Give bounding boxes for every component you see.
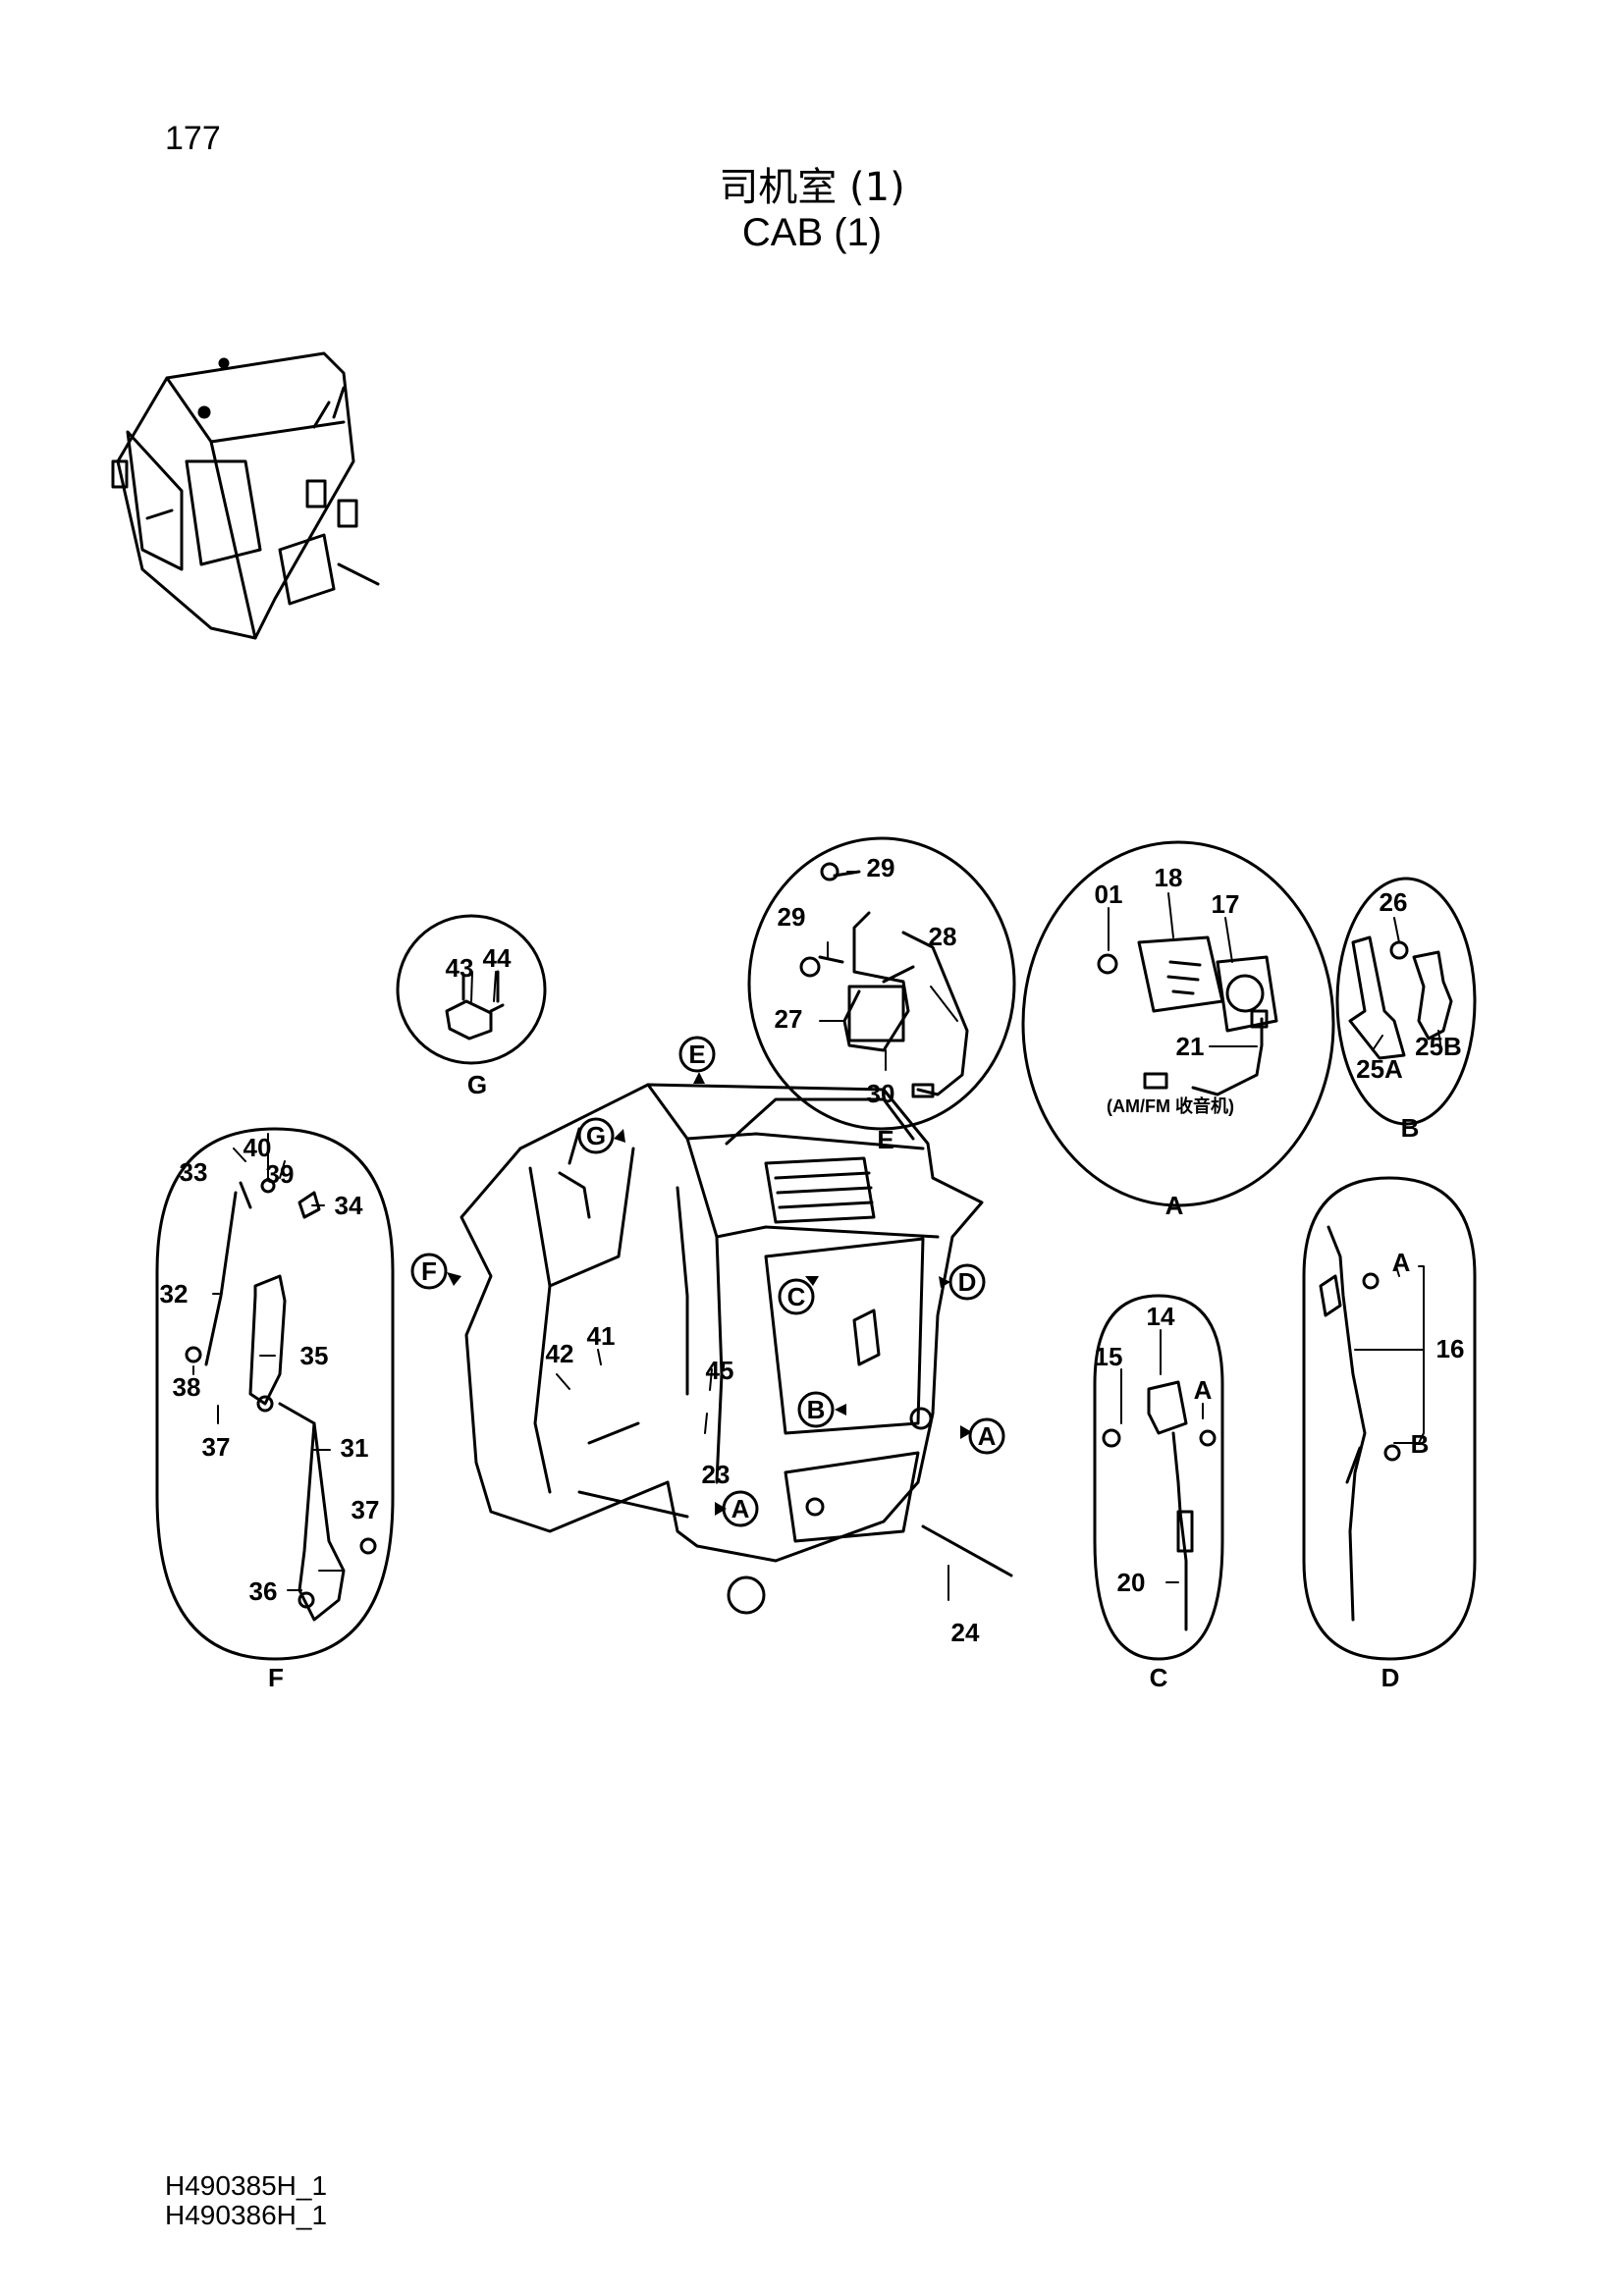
page-title-chinese: 司机室 (1) <box>719 165 905 210</box>
detail-label-d: D <box>1381 1663 1400 1692</box>
detail-label-e: E <box>877 1125 893 1154</box>
detail-label-c: C <box>1150 1663 1168 1692</box>
part-39: 39 <box>266 1159 295 1189</box>
drawing-reference-numbers: H490385H_1 H490386H_1 <box>165 2171 327 2230</box>
detail-f <box>155 1127 395 1661</box>
part-32: 32 <box>160 1279 189 1308</box>
detail-d-ref-a: A <box>1392 1248 1411 1277</box>
detail-label-f: F <box>268 1663 284 1692</box>
part-37-left: 37 <box>202 1432 231 1462</box>
detail-d-ref-b: B <box>1411 1429 1430 1459</box>
part-36: 36 <box>249 1576 278 1606</box>
detail-c-ref-a: A <box>1194 1375 1213 1405</box>
drawing-ref-2: H490386H_1 <box>165 2200 328 2230</box>
svg-text:D: D <box>958 1267 977 1297</box>
page-number: 177 <box>165 120 221 157</box>
part-15: 15 <box>1095 1342 1123 1371</box>
part-20: 20 <box>1117 1568 1146 1597</box>
callout-d: D <box>948 1263 986 1301</box>
part-number-labels: 43 44 29 29 28 27 30 01 18 17 21 (AM/FM … <box>160 853 1465 1647</box>
detail-d <box>1302 1176 1477 1661</box>
svg-text:G: G <box>586 1121 606 1150</box>
page-title-english: CAB (1) <box>741 211 883 254</box>
part-44: 44 <box>483 943 512 973</box>
part-42: 42 <box>546 1339 574 1368</box>
callout-e: E <box>678 1036 716 1073</box>
part-29-top: 29 <box>867 853 895 882</box>
callout-a-left: A <box>722 1490 759 1527</box>
detail-e <box>747 836 1016 1131</box>
part-29-left: 29 <box>778 902 806 932</box>
cab-overview-illustration <box>111 351 380 640</box>
part-01: 01 <box>1095 880 1123 909</box>
detail-label-g: G <box>467 1070 487 1099</box>
part-24: 24 <box>951 1618 980 1647</box>
part-28: 28 <box>929 922 957 951</box>
part-25b: 25B <box>1415 1032 1462 1061</box>
callout-b: B <box>797 1391 835 1428</box>
detail-g <box>396 914 547 1065</box>
part-16: 16 <box>1436 1334 1465 1363</box>
part-21: 21 <box>1176 1032 1205 1061</box>
part-43: 43 <box>446 953 474 983</box>
main-cab-illustration <box>460 1083 1013 1615</box>
drawing-ref-1: H490385H_1 <box>165 2170 328 2201</box>
svg-text:A: A <box>978 1421 997 1451</box>
leader-lines <box>192 871 1442 1601</box>
detail-a <box>1021 840 1335 1207</box>
radio-note: (AM/FM 收音机) <box>1107 1095 1234 1116</box>
part-35: 35 <box>300 1341 329 1370</box>
part-31: 31 <box>341 1433 369 1463</box>
callout-c: C <box>778 1278 815 1315</box>
part-17: 17 <box>1212 889 1240 919</box>
callout-arrows <box>447 1072 972 1516</box>
detail-c <box>1093 1294 1224 1661</box>
part-37-right: 37 <box>352 1495 380 1524</box>
detail-letters: G E A B F C D A A B <box>268 1070 1429 1692</box>
part-33: 33 <box>180 1157 208 1187</box>
part-26: 26 <box>1380 887 1408 917</box>
part-18: 18 <box>1155 863 1183 892</box>
callout-a-right: A <box>968 1417 1005 1455</box>
svg-text:F: F <box>421 1256 437 1286</box>
part-27: 27 <box>775 1004 803 1034</box>
part-14: 14 <box>1147 1302 1175 1331</box>
detail-b <box>1335 877 1477 1126</box>
part-41: 41 <box>587 1321 616 1351</box>
callout-f: F <box>410 1253 448 1290</box>
part-40: 40 <box>244 1133 272 1162</box>
callout-markers: E G F C D B A A <box>410 1036 1005 1527</box>
detail-label-b: B <box>1401 1113 1420 1143</box>
detail-label-a: A <box>1165 1191 1184 1220</box>
part-34: 34 <box>335 1191 363 1220</box>
svg-text:A: A <box>731 1494 750 1523</box>
part-25a: 25A <box>1356 1054 1403 1084</box>
svg-text:E: E <box>688 1040 705 1069</box>
part-23: 23 <box>702 1460 731 1489</box>
part-30: 30 <box>867 1079 895 1108</box>
svg-text:C: C <box>787 1282 806 1311</box>
part-38: 38 <box>173 1372 201 1402</box>
callout-g: G <box>577 1117 615 1154</box>
svg-text:B: B <box>807 1395 826 1424</box>
part-45: 45 <box>706 1356 734 1385</box>
